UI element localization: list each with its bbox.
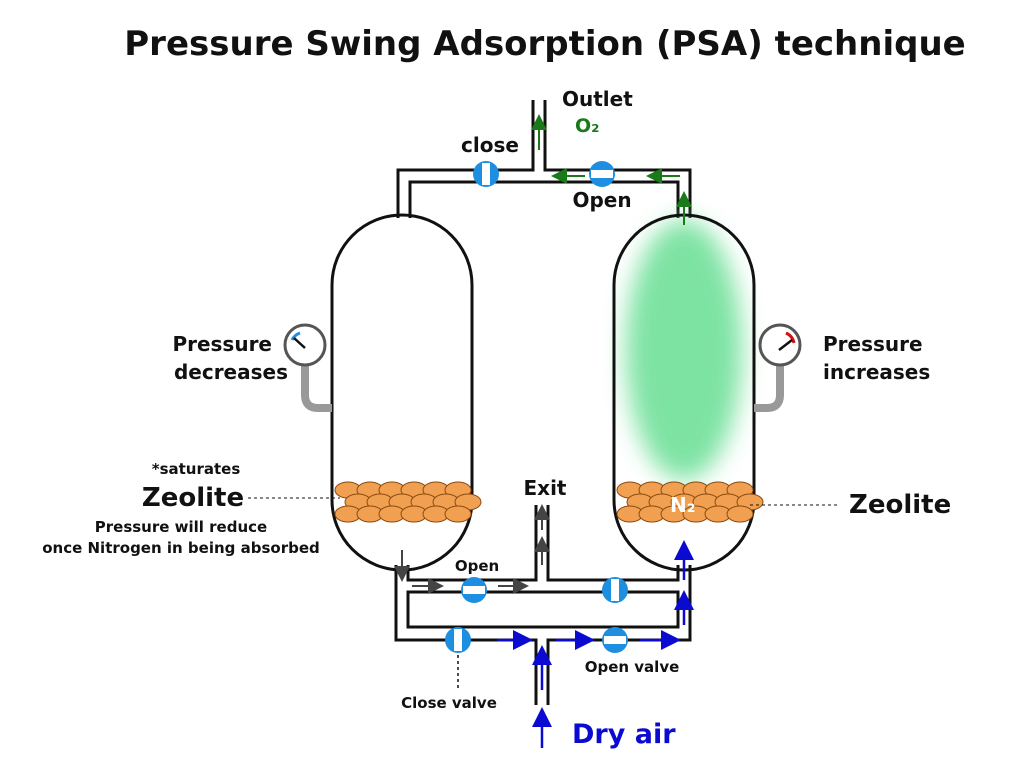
left-gauge-label-line1: Pressure (172, 332, 272, 356)
valve-bottom-left-lower-closed[interactable] (445, 627, 471, 653)
zeolite-pellet (444, 505, 472, 523)
valve-bottom-right-lower-open[interactable] (602, 627, 628, 653)
top-pipe (396, 100, 692, 218)
page-title: Pressure Swing Adsorption (PSA) techniqu… (124, 24, 965, 64)
outlet-label: Outlet (562, 87, 633, 111)
left-gauge-label-line2: decreases (174, 360, 288, 384)
bottom-open-label: Open (455, 557, 499, 575)
right-zeolite-pellets (616, 481, 764, 523)
oxygen-label: O₂ (575, 115, 599, 137)
open-valve-label: Open valve (585, 658, 680, 676)
right-gauge-label-line2: increases (823, 360, 930, 384)
valve-top-right-open[interactable] (589, 161, 615, 187)
air-flow-arrows (497, 540, 694, 748)
exhaust-flow-arrows (394, 504, 550, 594)
valve-bottom-right-upper-closed[interactable] (602, 577, 628, 603)
oxygen-gas-cloud (626, 220, 742, 480)
left-zeolite-pellets (334, 481, 482, 523)
top-left-valve-label: close (461, 133, 519, 157)
valve-top-left-closed[interactable] (473, 161, 499, 187)
left-zeolite-label: Zeolite (142, 483, 244, 513)
nitrogen-label: N₂ (670, 493, 696, 517)
note-line1: Pressure will reduce (95, 518, 267, 536)
saturates-label: *saturates (152, 460, 241, 478)
close-valve-label: Close valve (401, 694, 497, 712)
dry-air-label: Dry air (572, 719, 676, 750)
top-right-valve-label: Open (572, 188, 631, 212)
note-line2: once Nitrogen in being absorbed (42, 539, 320, 557)
valve-bottom-left-upper-open[interactable] (461, 577, 487, 603)
right-gauge-label-line1: Pressure (823, 332, 923, 356)
right-pressure-gauge (754, 323, 802, 412)
right-zeolite-label: Zeolite (849, 490, 951, 520)
zeolite-pellet (726, 505, 754, 523)
oxygen-flow-arrows (531, 114, 692, 225)
left-pressure-gauge (283, 323, 332, 412)
exit-label: Exit (524, 476, 567, 500)
